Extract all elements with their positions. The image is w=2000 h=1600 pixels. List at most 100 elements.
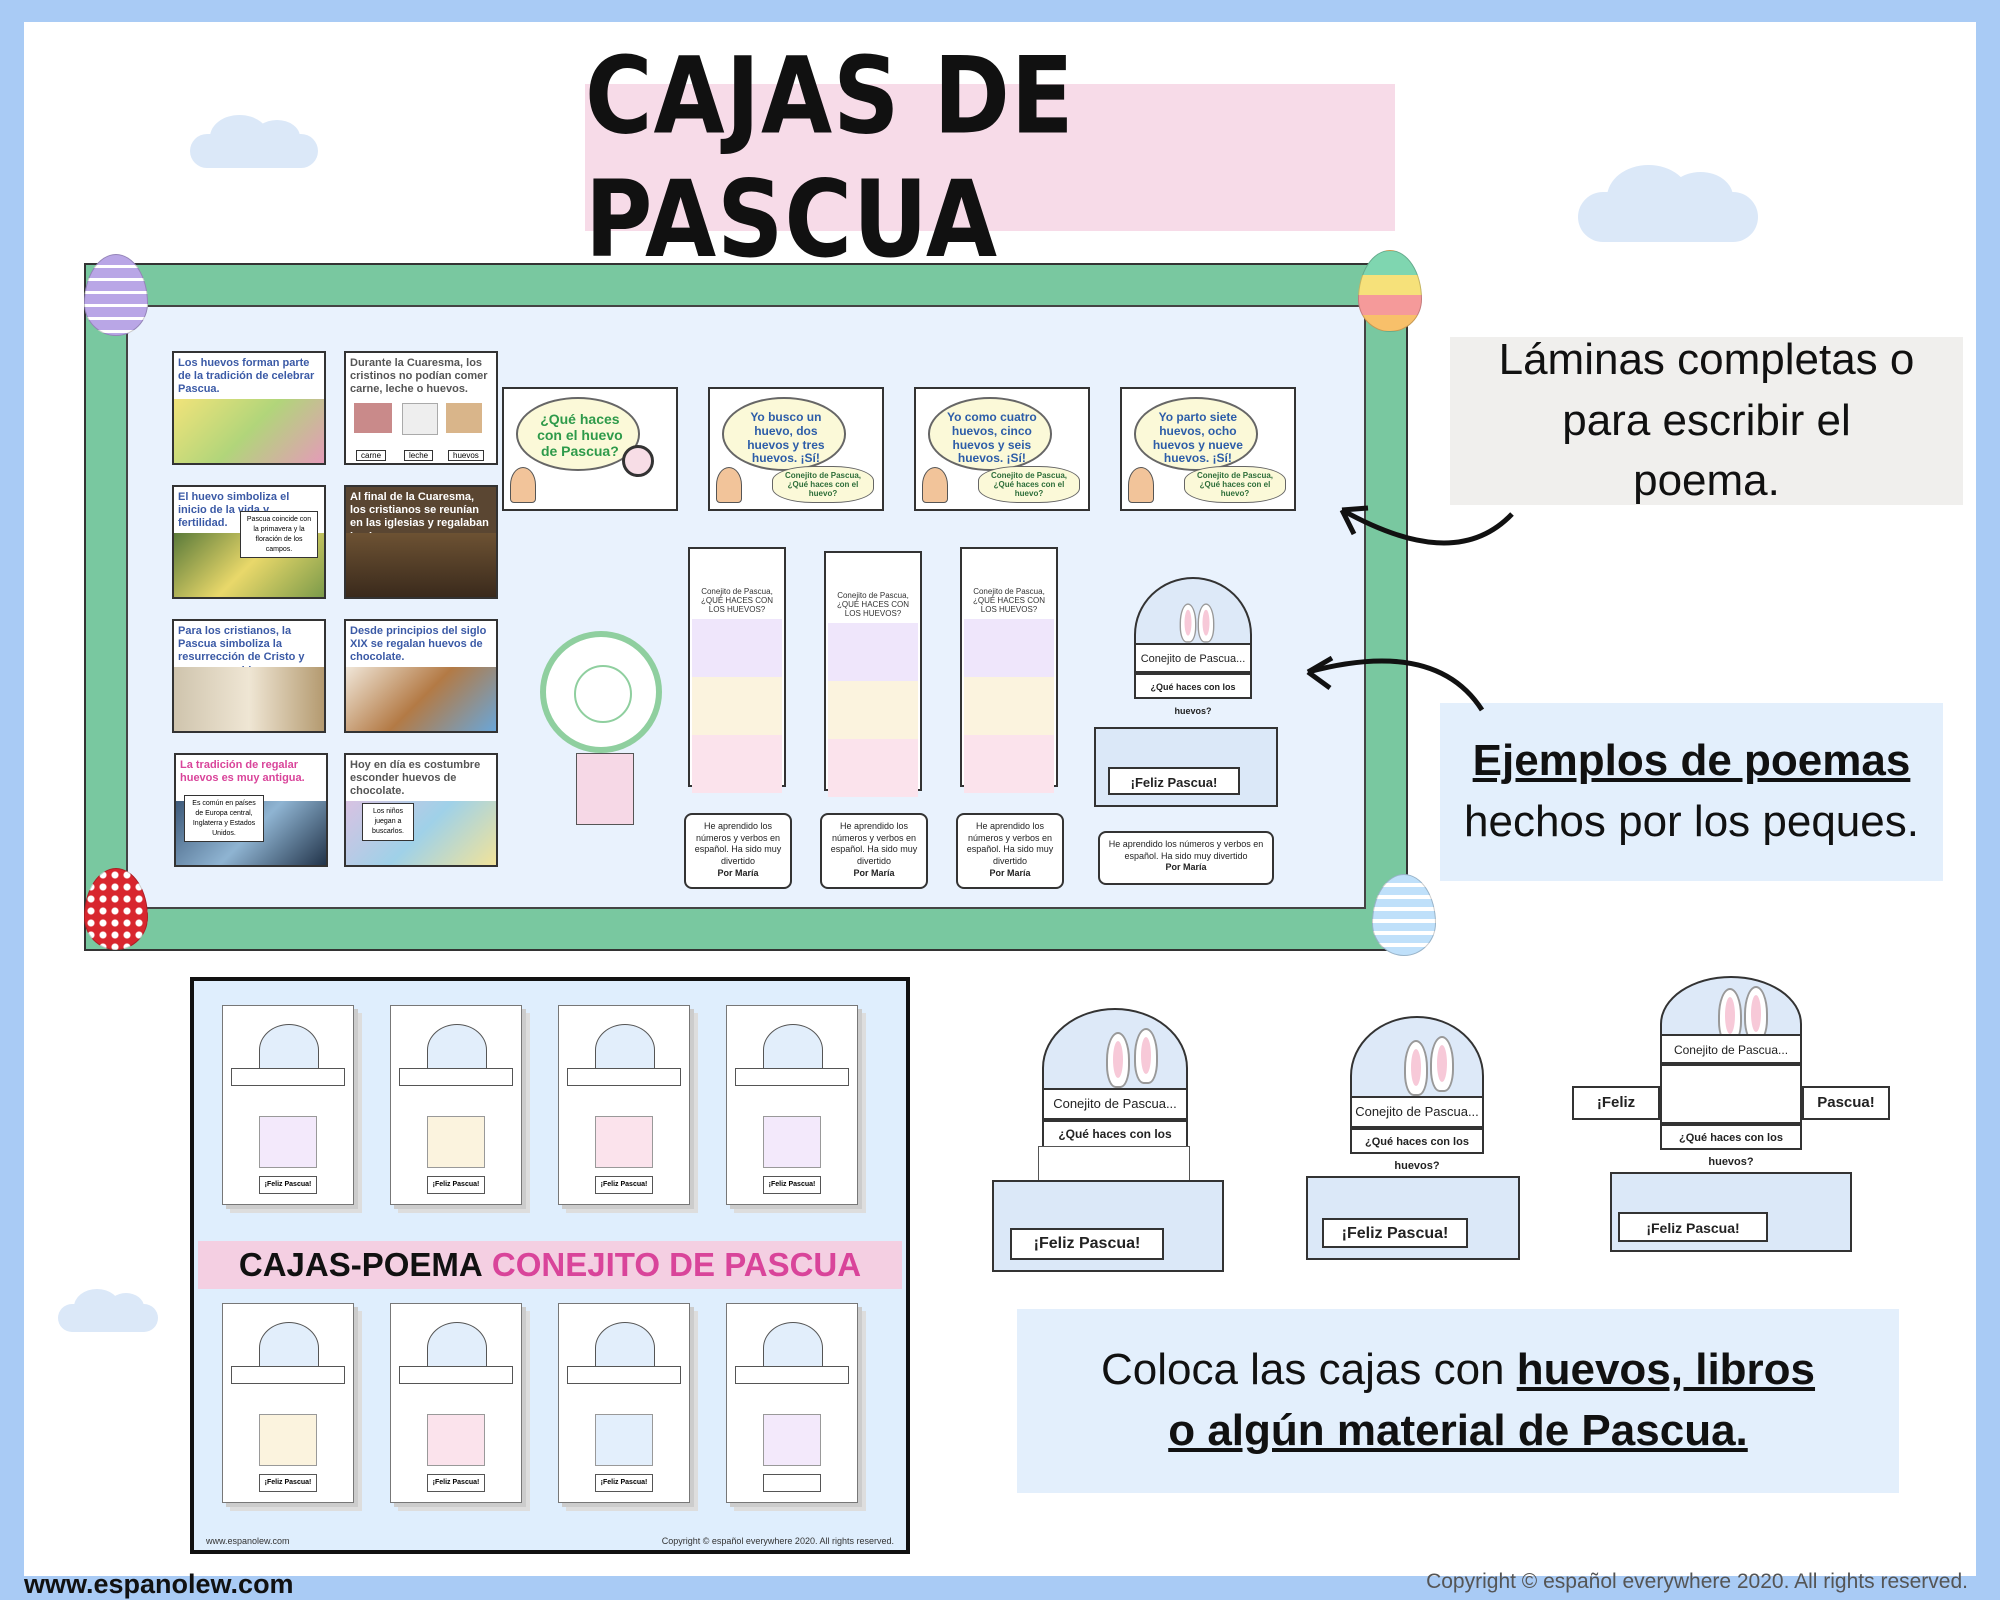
photo-image: carne leche huevos [346, 399, 496, 463]
poem-sign: Yo como cuatro huevos, cinco huevos y se… [914, 387, 1090, 511]
strip-band [828, 623, 918, 681]
bulletin-board-surface: Los huevos forman parte de la tradición … [126, 305, 1366, 909]
poem-strip: Conejito de Pascua, ¿QUÉ HACES CON LOS H… [688, 547, 786, 793]
poem-sign: Yo parto siete huevos, ocho huevos y nue… [1120, 387, 1296, 511]
arrow-to-signs [1339, 505, 1514, 546]
photo-card: Durante la Cuaresma, los cristinos no po… [344, 351, 498, 465]
photo-image [174, 667, 324, 731]
box-question: ¿Qué haces con los huevos? [1042, 1120, 1188, 1165]
speech-bubble [1134, 397, 1259, 471]
mini-box-template: ¡Feliz Pascua! [726, 1005, 858, 1205]
poster-preview: ¡Feliz Pascua! ¡Feliz Pascua! ¡Feliz Pas… [190, 977, 910, 1554]
label-carne: carne [356, 450, 387, 461]
callout-coloca: Coloca las cajas con huevos, libros o al… [1017, 1309, 1899, 1493]
box-label: ¡Feliz Pascua! [1618, 1212, 1768, 1242]
photo-card: La tradición de regalar huevos es muy an… [174, 753, 328, 867]
callout-laminas: Láminas completas o para escribir el poe… [1450, 335, 1963, 505]
mini-box-template: ¡Feliz Pascua! [390, 1303, 522, 1503]
box-question: ¿Qué haces con los huevos? [1660, 1124, 1802, 1168]
wheel-stand [576, 753, 634, 825]
easter-box-example: Conejito de Pascua... ¿Qué haces con los… [992, 1008, 1224, 1272]
callout-ejemplos: Ejemplos de poemas hechos por los peques… [1440, 703, 1943, 881]
bunny-ear [1744, 986, 1768, 1042]
student-note: He aprendido los números y verbos en esp… [820, 813, 928, 889]
box-side-left: ¡Feliz [1572, 1086, 1660, 1120]
box-side-right: Pascua! [1802, 1086, 1890, 1120]
poem-sign: ¿Qué haces con el huevo de Pascua? [502, 387, 678, 511]
bunny-ear [1134, 1028, 1158, 1084]
box-question: ¿Qué haces con los huevos? [1350, 1128, 1484, 1172]
box-poem-panel [1660, 1064, 1802, 1124]
decorative-egg [1358, 250, 1422, 332]
footer-url[interactable]: www.espanolew.com [24, 1569, 294, 1599]
magnifier-icon [622, 445, 654, 477]
sign-subtitle: Conejito de Pascua, ¿Qué haces con el hu… [1184, 466, 1286, 503]
arrow-to-box [1306, 655, 1485, 712]
bunny-ear [1404, 1040, 1428, 1096]
speech-bubble [928, 397, 1053, 471]
student-note: He aprendido los números y verbos en esp… [684, 813, 792, 889]
box-label: ¡Feliz Pascua! [1010, 1228, 1164, 1260]
cloud-decoration [58, 1288, 158, 1332]
photo-card: Para los cristianos, la Pascua simboliza… [172, 619, 326, 733]
label-leche: leche [404, 450, 434, 461]
easter-box-example: Conejito de Pascua... ¿Qué haces con los… [1306, 1016, 1520, 1260]
note-ninos: Los niños juegan a buscarlos. [362, 803, 414, 841]
box-top-band: Conejito de Pascua... [1660, 1034, 1802, 1064]
bunny-ear [1197, 603, 1215, 643]
ejemplos-subtext: hechos por los peques. [1464, 797, 1919, 846]
footer-copyright: Copyright © español everywhere 2020. All… [1426, 1570, 1968, 1593]
bulletin-board: Los huevos forman parte de la tradición … [84, 263, 1408, 951]
bunny-ear [1430, 1036, 1454, 1092]
photo-image [346, 533, 496, 597]
mini-box-template: ¡Feliz Pascua! [558, 1005, 690, 1205]
box-top-band: Conejito de Pascua... [1350, 1096, 1484, 1128]
speech-bubble [722, 397, 847, 471]
box-label: ¡Feliz Pascua! [1322, 1218, 1468, 1248]
strip-band [828, 739, 918, 797]
poem-strip: Conejito de Pascua, ¿QUÉ HACES CON LOS H… [960, 547, 1058, 793]
photo-image [346, 667, 496, 731]
photo-card: El huevo simboliza el inicio de la vida … [172, 485, 326, 599]
cloud-decoration [190, 115, 318, 168]
ejemplos-heading: Ejemplos de poemas [1472, 736, 1911, 786]
easter-box-example: Conejito de Pascua... ¡Feliz Pascua! ¿Qu… [1572, 976, 1890, 1252]
photo-image: Es común en países de Europa central, In… [176, 795, 326, 865]
strip-band [828, 681, 918, 739]
student-note: He aprendido los números y verbos en esp… [956, 813, 1064, 889]
student-note: He aprendido los números y verbos en esp… [1098, 831, 1274, 885]
decorative-egg [1372, 874, 1436, 956]
callout-coloca-text: Coloca las cajas con huevos, libros o al… [1100, 1345, 1816, 1455]
sign-subtitle: Conejito de Pascua, ¿Qué haces con el hu… [772, 466, 874, 503]
strip-band [964, 735, 1054, 793]
poster-footer: www.espanolew.com Copyright © español ev… [206, 1536, 894, 1546]
box-top-band: Conejito de Pascua... [1134, 643, 1252, 673]
box-question: ¿Qué haces con los huevos? [1134, 673, 1252, 716]
easter-box-board: Conejito de Pascua... ¿Qué haces con los… [1094, 577, 1278, 807]
box-label: ¡Feliz Pascua! [1108, 767, 1240, 795]
box-top-band: Conejito de Pascua... [1042, 1088, 1188, 1120]
label-huevos: huevos [448, 450, 484, 461]
strip-band [692, 735, 782, 793]
boy-figure [510, 467, 536, 503]
boy-figure [922, 467, 948, 503]
photo-card: Al final de la Cuaresma, los cristianos … [344, 485, 498, 599]
photo-image: Los niños juegan a buscarlos. [346, 801, 496, 865]
mini-box-template [726, 1303, 858, 1503]
poster-banner: CAJAS-POEMA CONEJITO DE PASCUA [198, 1241, 902, 1289]
mini-box-template: ¡Feliz Pascua! [558, 1303, 690, 1503]
title-banner: CAJAS DE PASCUA [585, 34, 1395, 281]
boy-figure [1128, 467, 1154, 503]
mini-box-template: ¡Feliz Pascua! [222, 1005, 354, 1205]
note-primavera: Pascua coincide con la primavera y la fl… [240, 511, 318, 559]
bunny-ear [1179, 603, 1197, 643]
mini-box-template: ¡Feliz Pascua! [390, 1005, 522, 1205]
callout-ejemplos-text: Ejemplos de poemas hechos por los peques… [1464, 731, 1919, 852]
strip-band [964, 619, 1054, 677]
strip-band [964, 677, 1054, 735]
poem-strip: Conejito de Pascua, ¿QUÉ HACES CON LOS H… [824, 551, 922, 797]
strip-band [692, 677, 782, 735]
photo-image: Pascua coincide con la primavera y la fl… [174, 511, 324, 597]
note-europa: Es común en países de Europa central, In… [184, 795, 264, 843]
page-title: CAJAS DE PASCUA [585, 34, 1075, 281]
